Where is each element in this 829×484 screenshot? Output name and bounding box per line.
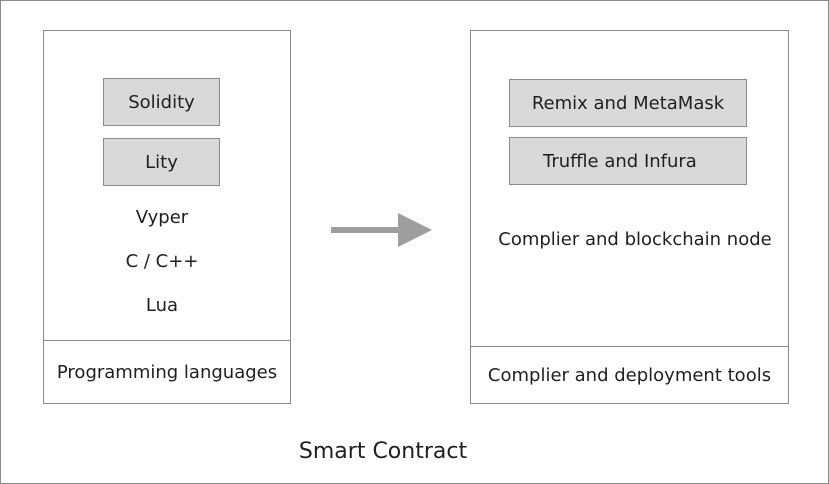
- tool-item-truffle-infura: Truffle and Infura: [509, 137, 747, 185]
- compiler-node-note: Complier and blockchain node: [498, 229, 772, 250]
- tool-item-remix-metamask: Remix and MetaMask: [509, 79, 747, 127]
- right-arrow-icon: [331, 213, 432, 247]
- tool-item-label: Remix and MetaMask: [531, 92, 725, 114]
- language-item-solidity: Solidity: [103, 78, 220, 126]
- programming-languages-label: Programming languages: [44, 340, 290, 403]
- programming-languages-panel: Solidity Lity Vyper C / C++ Lua Programm…: [43, 30, 291, 404]
- language-item-vyper: Vyper: [135, 207, 189, 228]
- language-item-c-cpp: C / C++: [125, 251, 199, 272]
- diagram-caption: Smart Contract: [298, 439, 468, 464]
- deployment-tools-panel: Remix and MetaMask Truffle and Infura Co…: [470, 30, 789, 404]
- language-item-lua: Lua: [145, 295, 179, 316]
- language-item-lity: Lity: [103, 138, 220, 186]
- language-item-label: Solidity: [128, 91, 195, 113]
- language-item-label: Lity: [145, 151, 178, 173]
- deployment-tools-label: Complier and deployment tools: [471, 346, 788, 403]
- tool-item-label: Truffle and Infura: [543, 150, 697, 172]
